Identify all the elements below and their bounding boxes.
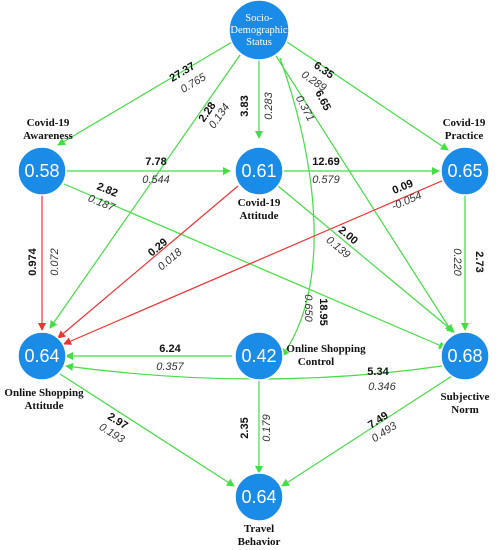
node-circle <box>228 0 290 61</box>
edges <box>38 41 469 487</box>
node-circle <box>440 146 490 196</box>
stat-subjective-norm-online-attitude: 0.346 <box>368 381 396 393</box>
node-circle <box>234 331 284 381</box>
coef-online-control-online-attitude: 6.24 <box>159 343 181 355</box>
node-covid-awareness: Covid-19 Awareness 0.58 <box>17 117 74 196</box>
node-label-line: Online Shopping <box>4 387 84 399</box>
node-travel-behavior: 0.64 Travel Behavior <box>234 472 284 548</box>
coef-covid-attitude-practice: 12.69 <box>312 156 340 168</box>
edge-awareness-subjective-norm <box>63 183 447 349</box>
edge-covid-attitude-subjective-norm <box>277 185 455 333</box>
node-value: 0.68 <box>447 346 482 366</box>
node-label-line: Subjective <box>441 391 490 403</box>
node-value: 0.64 <box>24 346 59 366</box>
stat-awareness-online-attitude: 0.072 <box>49 248 61 276</box>
node-value: 0.64 <box>241 487 276 507</box>
node-label-line: Covid-19 <box>27 117 70 129</box>
edge-sds-awareness <box>57 41 233 146</box>
node-label-line: Travel <box>244 523 274 535</box>
coef-sds-covid-attitude: 3.83 <box>239 95 251 116</box>
node-circle <box>234 146 284 196</box>
node-value: 0.58 <box>24 161 59 181</box>
node-circle <box>17 146 67 196</box>
stat-awareness-covid-attitude: 0.544 <box>142 174 170 186</box>
node-text-line: Demographic <box>230 25 287 36</box>
node-label-line: Covid-19 <box>238 197 281 209</box>
coef-awareness-online-attitude: 0.974 <box>27 247 39 275</box>
stat-practice-subjective-norm: 0.220 <box>451 248 463 276</box>
edge-sds-online-control <box>279 57 315 357</box>
node-circle <box>17 331 67 381</box>
node-circle <box>234 472 284 522</box>
node-text-line: Socio- <box>245 13 273 24</box>
node-value: 0.65 <box>447 161 482 181</box>
stat-covid-attitude-practice: 0.579 <box>312 174 340 186</box>
node-label-line: Practice <box>445 130 484 142</box>
edge-online-attitude-travel <box>59 373 235 487</box>
coef-subjective-norm-online-attitude: 5.34 <box>367 366 389 378</box>
coef-online-control-travel: 2.35 <box>239 417 251 438</box>
node-value: 0.42 <box>241 346 276 366</box>
node-label-line: Online Shopping <box>286 343 366 355</box>
stat-sds-covid-attitude: 0.283 <box>263 91 275 119</box>
node-covid-attitude: 0.61 Covid-19 Attitude <box>234 146 284 222</box>
node-label-line: Behavior <box>238 536 281 548</box>
node-covid-practice: Covid-19 Practice 0.65 <box>440 117 490 196</box>
stat-online-control-online-attitude: 0.357 <box>156 361 184 373</box>
node-text-line: Status <box>246 37 272 48</box>
node-subjective-norm: 0.68 Subjective Norm <box>440 331 490 416</box>
node-label-line: Control <box>298 356 334 368</box>
node-online-shopping-attitude: 0.64 Online Shopping Attitude <box>4 331 84 412</box>
node-label-line: Norm <box>451 404 479 416</box>
edge-subjective-norm-travel <box>281 375 453 487</box>
node-label-line: Attitude <box>24 400 63 412</box>
edge-covid-attitude-online-attitude <box>57 185 239 339</box>
stat-sds-online-control: 0.650 <box>302 294 314 322</box>
coef-awareness-covid-attitude: 7.78 <box>145 156 166 168</box>
coef-sds-online-control: 18.95 <box>317 298 329 326</box>
edge-sds-practice <box>286 41 449 151</box>
coef-practice-subjective-norm: 2.73 <box>473 251 485 272</box>
edge-labels: 27.37 0.765 2.28 0.134 3.83 0.283 18.95 … <box>27 60 485 447</box>
node-circle <box>440 331 490 381</box>
node-label-line: Covid-19 <box>443 117 486 129</box>
edge-sds-subjective-norm <box>275 55 453 333</box>
node-value: 0.61 <box>241 161 276 181</box>
stat-online-control-travel: 0.179 <box>261 414 273 442</box>
node-socio-demographic-status: Socio- Demographic Status <box>228 0 290 61</box>
edge-practice-online-attitude <box>63 179 445 345</box>
edge-sds-online-attitude <box>49 54 241 329</box>
node-online-shopping-control: 0.42 Online Shopping Control <box>234 331 366 381</box>
node-label-line: Attitude <box>239 210 278 222</box>
node-label-line: Awareness <box>23 130 73 142</box>
